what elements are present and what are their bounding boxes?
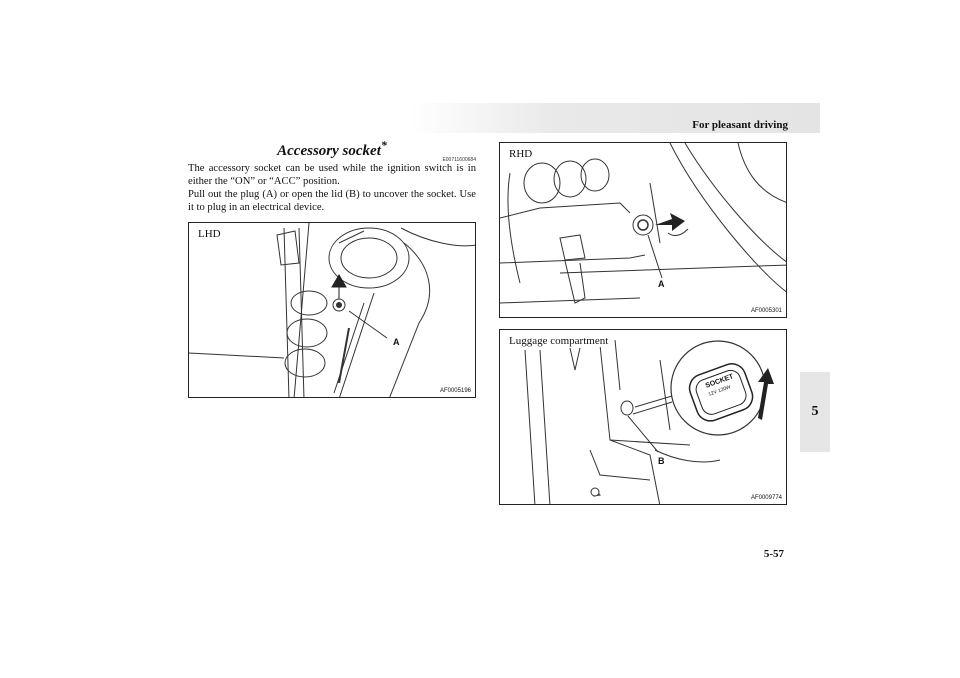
page-number: 5-57 xyxy=(763,548,784,560)
figure-label: LHD xyxy=(196,228,223,240)
header-band xyxy=(410,103,820,133)
running-head: For pleasant driving xyxy=(692,119,788,131)
body-text: The accessory socket can be used while t… xyxy=(188,162,476,214)
chapter-number: 5 xyxy=(811,404,819,419)
paragraph: Pull out the plug (A) or open the lid (B… xyxy=(188,189,476,213)
section-code: E00711600684 xyxy=(442,157,476,163)
lhd-illustration xyxy=(189,223,475,397)
figure-code: AF0005196 xyxy=(439,388,471,394)
figure-lhd: LHD A AF0005196 xyxy=(188,222,476,398)
figure-label: RHD xyxy=(507,148,535,160)
chapter-tab: 5 xyxy=(800,372,830,452)
figure-luggage: SOCKET 12V 120W Luggage compartment B AF… xyxy=(499,329,787,505)
title-mark: * xyxy=(380,138,387,152)
luggage-illustration xyxy=(524,339,774,504)
section-title-text: Accessory socket xyxy=(277,143,381,159)
paragraph: The accessory socket can be used while t… xyxy=(188,163,476,187)
figure-label: Luggage compartment xyxy=(507,335,611,347)
figure-code: AF0005301 xyxy=(750,308,782,314)
rhd-illustration xyxy=(500,143,786,304)
section-title: Accessory socket* xyxy=(188,138,476,160)
callout-label: B xyxy=(658,456,665,466)
callout-label: A xyxy=(393,337,400,347)
callout-label: A xyxy=(658,279,665,289)
figure-code: AF0009774 xyxy=(750,495,782,501)
figure-rhd: RHD A AF0005301 xyxy=(499,142,787,318)
